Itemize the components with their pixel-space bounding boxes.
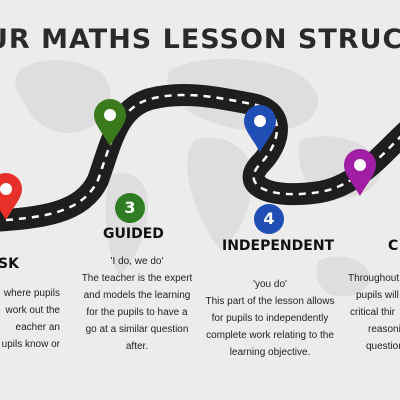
road-center-line <box>0 93 400 222</box>
task-line: where pupils <box>3 288 60 299</box>
last-stage-description: Throughout pupils will critical thir rea… <box>348 270 400 355</box>
task-line: work out the <box>5 305 60 316</box>
independent-line: for pupils to independently <box>211 313 329 324</box>
independent-line: This part of the lesson allows <box>205 296 335 307</box>
task-line: eacher an <box>15 322 60 333</box>
independent-line: learning objective. <box>229 347 311 358</box>
independent-description: 'you do' This part of the lesson allows … <box>200 276 340 361</box>
map-pin-blue-icon <box>244 105 276 152</box>
last-stage-line: Throughout <box>348 273 400 284</box>
map-pin-green-icon <box>94 99 126 146</box>
guided-line: go at a similar question <box>85 324 189 335</box>
map-pin-red-icon <box>0 173 22 220</box>
page-title: UR MATHS LESSON STRUCTURE <box>0 24 400 55</box>
step-3-badge: 3 <box>115 193 145 223</box>
guided-line: after. <box>125 341 149 352</box>
last-stage-line: reasonin <box>368 324 400 335</box>
task-line: upils know or <box>1 339 60 350</box>
guided-line: and models the learning <box>83 290 191 301</box>
independent-line: complete work relating to the <box>206 330 334 341</box>
last-stage-line: pupils will <box>356 290 399 301</box>
guided-heading: GUIDED <box>103 226 164 242</box>
independent-heading: INDEPENDENT <box>222 238 335 254</box>
guided-line: 'I do, we do' <box>110 256 164 267</box>
independent-line: 'you do' <box>253 279 287 290</box>
task-heading: SK <box>0 256 19 272</box>
guided-line: for the pupils to have a <box>86 307 188 318</box>
map-pin-purple-icon <box>344 149 376 196</box>
last-stage-line: critical thir <box>350 307 396 318</box>
last-stage-line: question <box>366 341 400 352</box>
guided-line: The teacher is the expert <box>81 273 193 284</box>
step-4-badge: 4 <box>254 204 284 234</box>
last-stage-heading: C <box>388 238 399 254</box>
guided-description: 'I do, we do' The teacher is the expert … <box>72 253 202 355</box>
road-surface <box>0 84 400 232</box>
task-description: where pupils work out the eacher an upil… <box>0 285 60 353</box>
